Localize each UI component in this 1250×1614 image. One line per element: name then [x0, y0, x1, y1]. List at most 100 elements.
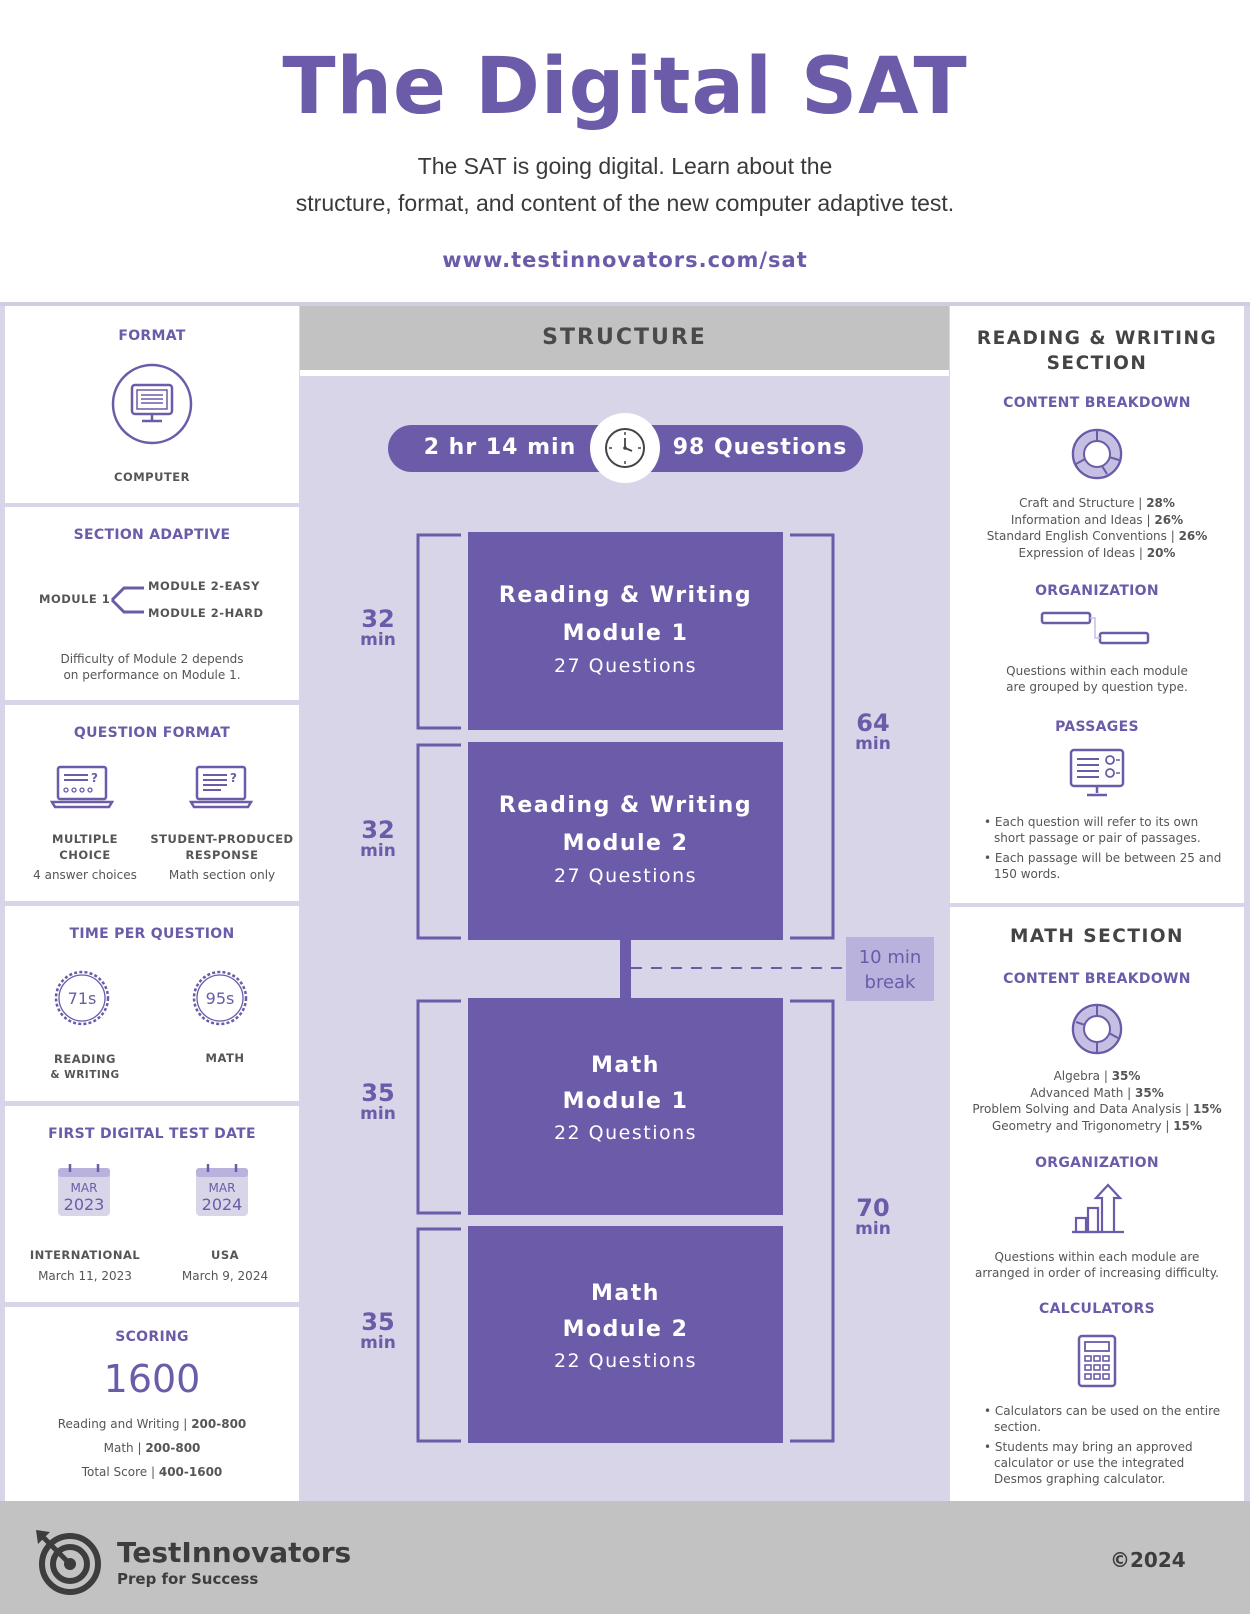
clock-badge	[590, 413, 660, 483]
module-math-1-line1: Math	[591, 1053, 660, 1078]
intl-year: 2023	[63, 1195, 105, 1214]
page-title: The Digital SAT	[282, 42, 968, 132]
math-item-name: Algebra |	[1053, 1069, 1108, 1083]
rw-org-heading: ORGANIZATION	[1035, 583, 1159, 599]
brand-name: TestInnovators	[117, 1536, 352, 1569]
break-line1: 10 min	[858, 947, 922, 968]
math-content-heading: CONTENT BREAKDOWN	[1003, 971, 1191, 987]
subtitle-line2: structure, format, and content of the ne…	[295, 190, 955, 216]
rw-item-name: Craft and Structure |	[1019, 496, 1143, 510]
module2-hard-label: MODULE 2-HARD	[148, 606, 264, 620]
rw-heading-line2: SECTION	[1046, 353, 1148, 374]
rw-total-num: 64	[856, 709, 890, 737]
score-rw: Reading and Writing | 200-800	[5, 1417, 299, 1431]
math-section-panel: MATH SECTION CONTENT BREAKDOWN Algebra |…	[950, 907, 1244, 1501]
max-score: 1600	[103, 1357, 201, 1401]
rw-item-name: Expression of Ideas |	[1018, 545, 1143, 560]
math-total-num: 70	[856, 1194, 890, 1222]
first-date-panel: FIRST DIGITAL TEST DATE MAR 2023 MAR 202…	[5, 1106, 299, 1302]
calendar-2024-icon	[196, 1164, 248, 1216]
module-math-2-line2: Module 2	[562, 1317, 689, 1342]
adaptive-note-line1: Difficulty of Module 2 depends	[60, 652, 244, 666]
total-time: 2 hr 14 min	[423, 435, 577, 460]
math-item-name: Problem Solving and Data Analysis |	[972, 1102, 1190, 1116]
mc-sub: 4 answer choices	[33, 868, 137, 882]
laptop-student-response-icon: ?	[189, 765, 253, 809]
monitor-passage-icon	[1069, 748, 1125, 797]
math-time: 95s	[205, 989, 235, 1008]
adaptive-note-line2: on performance on Module 1.	[63, 668, 241, 682]
mc-line1: MULTIPLE	[52, 832, 118, 846]
calculators-heading: CALCULATORS	[1039, 1301, 1155, 1317]
website-link[interactable]: www.testinnovators.com/sat	[442, 248, 808, 272]
score-math-range: 200-800	[145, 1441, 201, 1455]
organization-bars-icon	[1040, 611, 1150, 645]
module-math-1: Math Module 1 22 Questions	[468, 998, 783, 1215]
module-rw-1: Reading & Writing Module 1 27 Questions	[468, 532, 783, 730]
format-panel: FORMAT COMPUTER	[5, 306, 299, 503]
math-total-unit: min	[855, 1219, 891, 1239]
module-rw-2-questions: 27 Questions	[553, 865, 698, 887]
calculator-icon	[1077, 1334, 1117, 1388]
rw2-minutes: 32 min	[343, 818, 413, 860]
calc-b2: Students may bring an approved calculato…	[994, 1440, 1193, 1486]
structure-header	[300, 306, 949, 370]
math-total-minutes: 70 min	[838, 1196, 908, 1238]
rw-org-line2: are grouped by question type.	[1006, 680, 1188, 694]
math2-min-num: 35	[361, 1308, 395, 1336]
module-rw-1-questions: 27 Questions	[553, 655, 698, 677]
rw1-min-num: 32	[361, 605, 395, 633]
branch-icon	[110, 586, 144, 614]
divider	[0, 302, 1250, 306]
passage-bullet: • Each passage will be between 25 and 15…	[984, 851, 1222, 881]
sp-sub: Math section only	[168, 868, 276, 882]
score-rw-range: 200-800	[191, 1417, 247, 1431]
break-line2: break	[864, 972, 916, 993]
student-response-label: STUDENT-PRODUCED RESPONSE	[147, 831, 297, 863]
math1-min-unit: min	[360, 1104, 396, 1124]
math-donut-chart-icon	[1071, 1003, 1123, 1055]
rw-org-line1: Questions within each module	[1006, 664, 1188, 678]
math-breakdown-item: Advanced Math | 35%	[950, 1085, 1244, 1102]
rw-line2: & WRITING	[50, 1069, 120, 1081]
math1-minutes: 35 min	[343, 1081, 413, 1123]
math-item-pct: 35%	[1111, 1069, 1141, 1083]
intl-label: INTERNATIONAL	[29, 1248, 141, 1262]
sp-line2: RESPONSE	[185, 848, 259, 862]
rw-total-unit: min	[855, 734, 891, 754]
math-breakdown-item: Problem Solving and Data Analysis | 15%	[950, 1101, 1244, 1118]
calc-bullet: • Calculators can be used on the entire …	[984, 1404, 1221, 1434]
rw-breakdown-item: Information and Ideas | 26%	[950, 512, 1244, 529]
rw1-minutes: 32 min	[343, 607, 413, 649]
rw-breakdown-list: Craft and Structure | 28% Information an…	[950, 495, 1244, 561]
calc-bullet: • Students may bring an approved calcula…	[984, 1440, 1193, 1486]
rw-time: 71s	[67, 989, 97, 1008]
module-math-2: Math Module 2 22 Questions	[468, 1226, 783, 1443]
computer-icon	[111, 363, 193, 445]
rw-item-pct: 20%	[1146, 545, 1176, 560]
clock-icon	[605, 428, 645, 468]
stopwatch-math-icon	[192, 970, 248, 1026]
module1-label: MODULE 1	[39, 592, 111, 606]
rw-item-name: Standard English Conventions |	[986, 529, 1175, 543]
rw-heading-line1: READING & WRITING	[976, 328, 1218, 349]
module-rw-2-line1: Reading & Writing	[498, 793, 753, 818]
score-math: Math | 200-800	[5, 1441, 299, 1455]
passage-b2: Each passage will be between 25 and 150 …	[994, 851, 1222, 881]
donut-chart-icon	[1071, 428, 1123, 480]
stopwatch-rw-icon	[54, 970, 110, 1026]
math-breakdown-item: Geometry and Trigonometry | 15%	[950, 1118, 1244, 1135]
usa-date: March 9, 2024	[181, 1269, 269, 1283]
module-math-2-questions: 22 Questions	[553, 1350, 698, 1372]
calc-b1: Calculators can be used on the entire se…	[994, 1404, 1221, 1434]
subtitle-line1: The SAT is going digital. Learn about th…	[417, 153, 833, 179]
time-per-question-panel: TIME PER QUESTION 71s 95s READING & WRIT…	[5, 906, 299, 1101]
passage-b1: Each question will refer to its own shor…	[994, 815, 1201, 845]
passages-heading: PASSAGES	[1055, 719, 1139, 735]
total-questions: 98 Questions	[672, 435, 848, 460]
module-rw-1-line2: Module 1	[562, 621, 689, 646]
mc-line2: CHOICE	[59, 848, 111, 862]
score-total-range: 400-1600	[158, 1465, 223, 1479]
usa-year: 2024	[201, 1195, 243, 1214]
math-time-label: MATH	[205, 1051, 245, 1065]
